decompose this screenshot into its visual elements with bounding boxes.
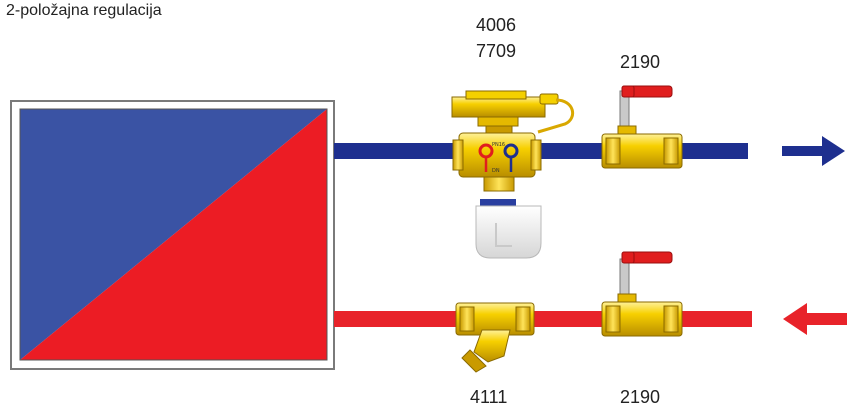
valve-handle-icon (629, 85, 673, 98)
thermal-actuator (475, 205, 542, 259)
valve-dn-marking: DN (492, 168, 500, 174)
valve-pn-marking: PN16 (492, 142, 505, 148)
heat-exchanger (10, 100, 335, 370)
return-flow-arrow-icon (783, 303, 847, 335)
strainer-label: 4111 (470, 387, 508, 407)
tank-red-section (20, 109, 327, 360)
controller-code-label-2: 7709 (476, 41, 517, 61)
diagram-title: 2-položajna regulacija (6, 2, 162, 19)
regulating-valve: PN16 DN (451, 90, 575, 259)
ball-valve-top-label: 2190 (620, 52, 661, 72)
return-pipe (334, 311, 752, 327)
controller-code-label-1: 4006 (476, 15, 517, 35)
ball-valve-top (601, 85, 683, 169)
ball-valve-bottom-label: 2190 (620, 387, 661, 407)
strainer (455, 302, 535, 373)
supply-flow-arrow-icon (782, 136, 845, 166)
ball-valve-bottom (601, 251, 683, 337)
valve-handle-icon (629, 251, 673, 264)
